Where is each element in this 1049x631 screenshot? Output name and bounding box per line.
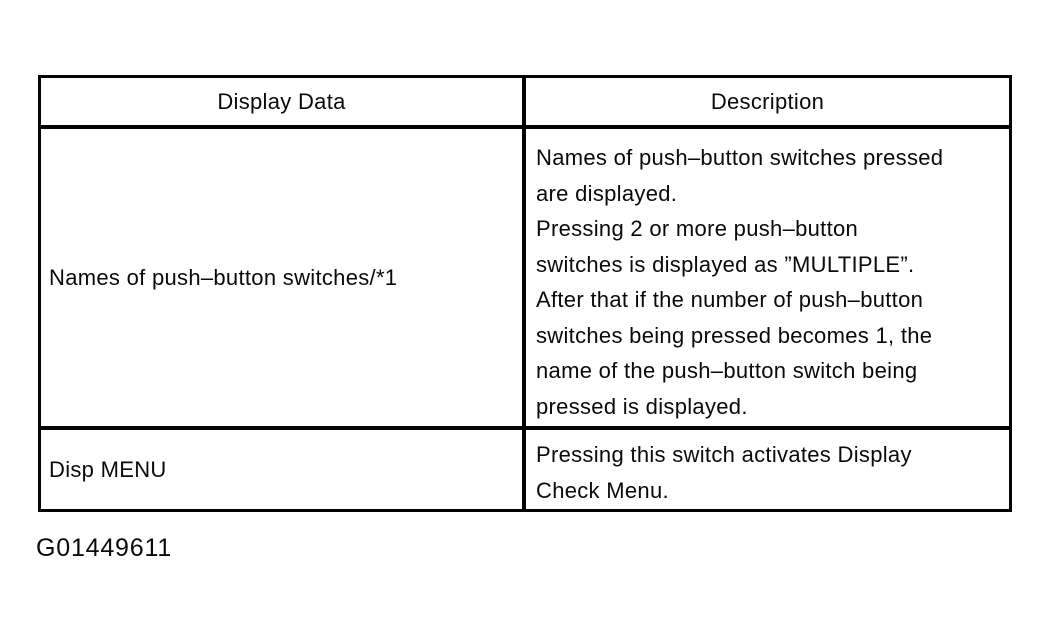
table-row2-display-data-text: Disp MENU [49, 456, 167, 482]
column-header-display-data: Display Data [41, 78, 526, 129]
column-header-description-label: Description [710, 88, 825, 114]
table-row1-display-data-cell: Names of push–button switches/*1 [41, 129, 526, 430]
description-line: name of the push–button switch being [536, 358, 918, 383]
description-line: switches is displayed as ”MULTIPLE”. [536, 251, 915, 277]
description-line: Pressing 2 or more push–button [536, 216, 859, 241]
table-row2-display-data-cell: Disp MENU [41, 430, 526, 509]
description-line: After that if the number of push–button [536, 287, 924, 312]
description-line: Pressing this switch activates Display [536, 442, 912, 467]
description-line: are displayed. [536, 180, 678, 206]
column-header-display-data-label: Display Data [217, 88, 346, 114]
description-line: Check Menu. [536, 478, 669, 503]
table-row1-display-data-text: Names of push–button switches/*1 [49, 264, 398, 290]
description-line: pressed is displayed. [536, 393, 748, 419]
column-header-description: Description [526, 78, 1009, 129]
description-line: switches being pressed becomes 1, the [536, 322, 933, 348]
figure-code: G01449611 [36, 534, 173, 562]
table-row1-description-cell: Names of push–button switches pressed are… [526, 129, 1009, 430]
display-data-table: Display Data Description Names of push–b… [38, 75, 1012, 512]
description-line: Names of push–button switches pressed [536, 145, 944, 170]
